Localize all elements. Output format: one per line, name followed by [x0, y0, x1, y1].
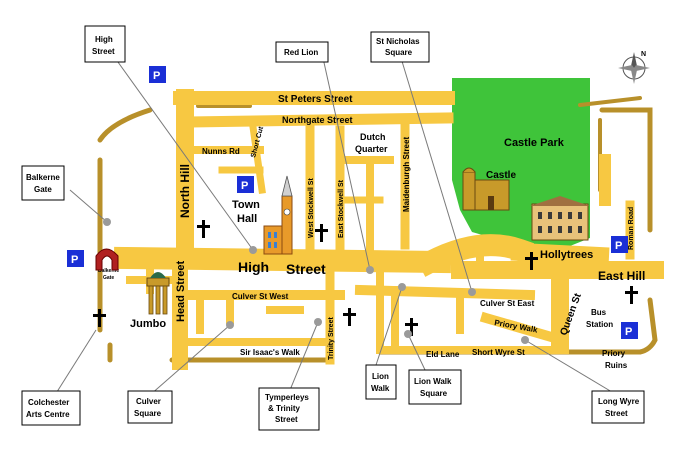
- label-dutch: Dutch: [360, 132, 386, 142]
- label-roman-road: Roman Road: [628, 207, 635, 250]
- jumbo-water-tower-icon: [146, 272, 170, 315]
- callout-lion-walk-square: Lion Walk Square: [408, 369, 462, 405]
- svg-text:Street: Street: [605, 409, 628, 418]
- balkerne-gate-icon: [95, 248, 119, 271]
- church-icons: [93, 220, 638, 336]
- church-icon: [625, 286, 638, 304]
- callout-long-wyre-street: Long Wyre Street: [591, 390, 645, 424]
- label-sir-isaacs-walk: Sir Isaac's Walk: [240, 348, 300, 357]
- label-castle: Castle: [486, 170, 516, 181]
- label-quarter: Quarter: [355, 144, 388, 154]
- parking-icon: P: [611, 236, 628, 253]
- label-st-peters-street: St Peters Street: [278, 94, 353, 105]
- svg-text:P: P: [241, 180, 248, 192]
- svg-text:Culver: Culver: [136, 397, 161, 406]
- label-north-hill: North Hill: [178, 164, 192, 218]
- svg-text:Long Wyre: Long Wyre: [598, 397, 640, 406]
- label-eld-lane: Eld Lane: [426, 350, 460, 359]
- callout-colchester-arts-centre: Colchester Arts Centre: [21, 390, 81, 426]
- compass-icon: N: [618, 51, 650, 84]
- svg-text:Balkerne: Balkerne: [26, 173, 60, 182]
- label-culver-st-east: Culver St East: [480, 299, 535, 308]
- svg-text:Gate: Gate: [34, 185, 52, 194]
- label-short-wyre-st: Short Wyre St: [472, 348, 525, 357]
- parking-icon: P: [621, 322, 638, 339]
- label-high: High: [238, 259, 269, 275]
- svg-text:Street: Street: [275, 415, 298, 424]
- church-icon: [405, 318, 418, 336]
- label-castle-park: Castle Park: [504, 137, 565, 149]
- label-balkerne-small: Balkerne: [98, 268, 119, 274]
- callout-culver-square: Culver Square: [127, 390, 173, 424]
- svg-text:P: P: [71, 254, 78, 266]
- label-jumbo: Jumbo: [130, 318, 166, 330]
- label-hall: Hall: [237, 213, 257, 225]
- label-northgate-street: Northgate Street: [282, 115, 353, 125]
- church-icon: [525, 252, 538, 270]
- label-trinity-street: Trinity Street: [328, 317, 335, 360]
- svg-text:Square: Square: [385, 48, 413, 57]
- svg-text:Tymperleys: Tymperleys: [265, 393, 309, 402]
- label-ruins: Ruins: [605, 361, 628, 370]
- town-hall-icon: [263, 175, 293, 255]
- svg-text:P: P: [615, 240, 622, 252]
- svg-text:Lion: Lion: [372, 372, 389, 381]
- callout-st-nicholas-square: St Nicholas Square: [370, 31, 430, 63]
- callout-balkerne-gate: Balkerne Gate: [21, 165, 65, 201]
- label-maidenburgh-street: Maidenburgh Street: [402, 137, 411, 212]
- svg-text:Red Lion: Red Lion: [284, 48, 318, 57]
- label-bus: Bus: [591, 308, 607, 317]
- roads: [113, 89, 664, 370]
- svg-text:Lion Walk: Lion Walk: [414, 377, 452, 386]
- svg-text:Walk: Walk: [371, 384, 390, 393]
- svg-text:Colchester: Colchester: [28, 398, 69, 407]
- label-east-hill: East Hill: [598, 269, 645, 283]
- svg-text:Square: Square: [134, 409, 162, 418]
- callout-tymperleys: Tymperleys & Trinity Street: [258, 387, 320, 431]
- svg-text:Street: Street: [92, 47, 115, 56]
- label-head-street: Head Street: [175, 261, 187, 322]
- parking-icon: P: [237, 176, 254, 193]
- svg-text:P: P: [625, 326, 632, 338]
- svg-text:P: P: [153, 70, 160, 82]
- callout-high-street: High Street: [84, 25, 126, 63]
- parking-icon: P: [149, 66, 166, 83]
- svg-text:Arts Centre: Arts Centre: [26, 410, 70, 419]
- label-priory: Priory: [602, 349, 626, 358]
- label-station: Station: [586, 320, 613, 329]
- label-culver-st-west: Culver St West: [232, 292, 289, 301]
- label-west-stockwell-st: West Stockwell St: [308, 178, 315, 238]
- svg-text:High: High: [95, 35, 113, 44]
- label-nunns-rd: Nunns Rd: [202, 147, 240, 156]
- label-town: Town: [232, 199, 260, 211]
- svg-text:St Nicholas: St Nicholas: [376, 37, 420, 46]
- callout-red-lion: Red Lion: [275, 41, 329, 63]
- svg-text:N: N: [641, 51, 646, 58]
- church-icon: [343, 308, 356, 326]
- label-priory-walk: Priory Walk: [494, 318, 539, 335]
- svg-text:& Trinity: & Trinity: [268, 404, 301, 413]
- label-hollytrees: Hollytrees: [540, 249, 593, 261]
- church-icon: [197, 220, 210, 238]
- parking-icon: P: [67, 250, 84, 267]
- callout-lion-walk: Lion Walk: [365, 364, 397, 400]
- label-gate-small: Gate: [103, 275, 114, 281]
- label-east-stockwell-st: East Stockwell St: [338, 179, 345, 238]
- callout-leaders: [54, 43, 618, 396]
- castle-icon: [462, 167, 510, 211]
- church-icon: [93, 309, 106, 327]
- svg-text:Square: Square: [420, 389, 448, 398]
- church-icon: [315, 224, 328, 242]
- hollytrees-icon: [530, 196, 590, 241]
- label-street: Street: [286, 261, 326, 277]
